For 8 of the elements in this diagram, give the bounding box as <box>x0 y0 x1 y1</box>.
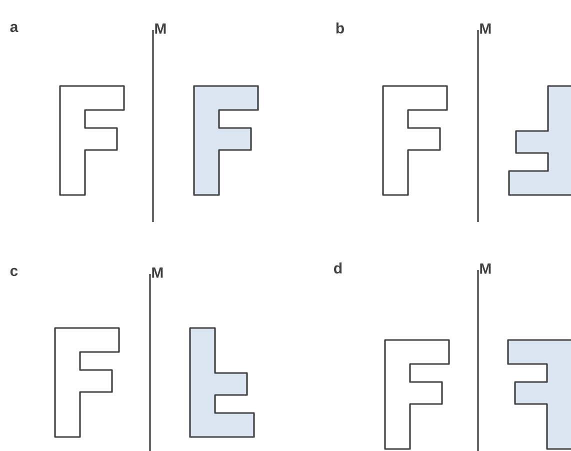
line-label: M <box>155 23 166 34</box>
panel-label: a <box>10 24 18 32</box>
line-label: M <box>480 23 491 34</box>
line-label: M <box>152 267 163 278</box>
panel-label: b <box>336 22 344 34</box>
panel-label: d <box>334 262 342 274</box>
line-label: M <box>480 263 491 274</box>
panel-label: c <box>10 268 18 276</box>
